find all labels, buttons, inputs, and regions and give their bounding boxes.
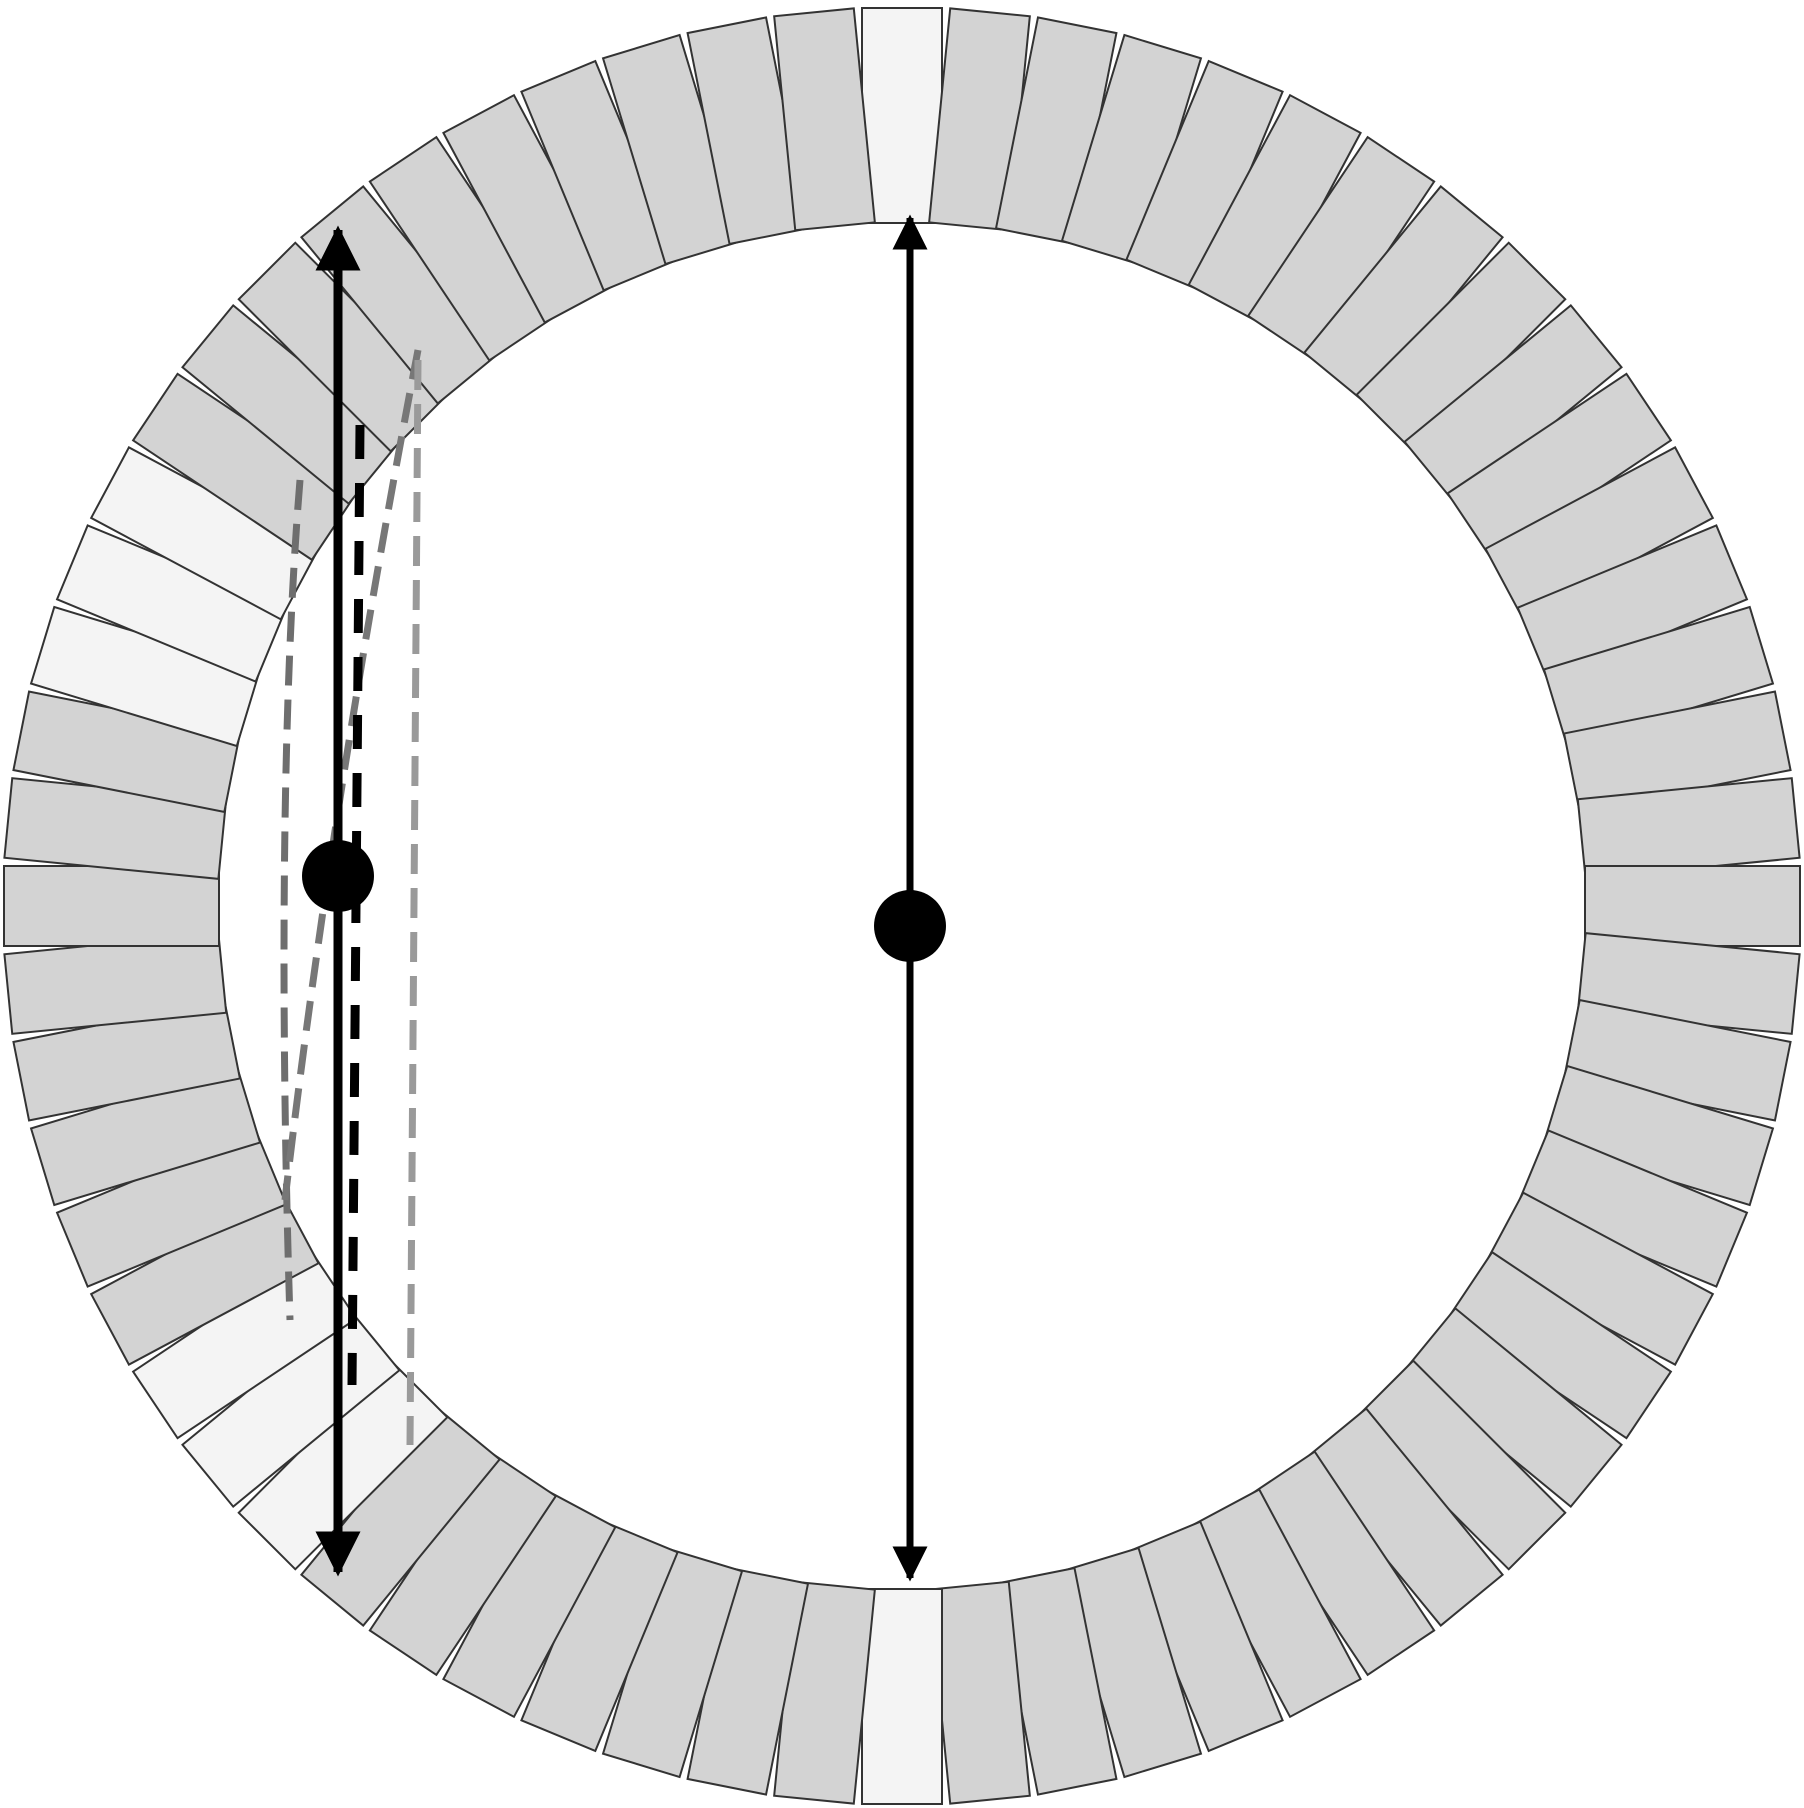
dashed-gray-curve-outer	[280, 479, 304, 1321]
detector-block	[1584, 865, 1801, 947]
detector-block-highlighted	[861, 1588, 943, 1805]
center-point	[874, 890, 946, 962]
detector-block	[773, 7, 876, 232]
detector-block-highlighted	[861, 7, 943, 224]
detector-block	[3, 865, 220, 947]
dashed-light-line	[406, 359, 422, 1446]
offset-point	[302, 840, 374, 912]
